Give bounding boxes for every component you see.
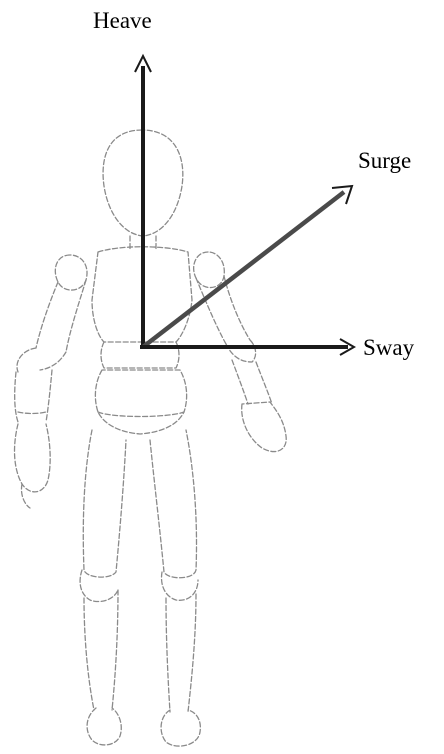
sway-label: Sway — [363, 336, 414, 359]
mannequin-left-thigh — [83, 430, 126, 577]
mannequin-pelvis — [95, 370, 186, 434]
mannequin-right-thigh — [150, 430, 197, 578]
mannequin-left-elbow — [17, 348, 66, 372]
mannequin-left-foot — [87, 708, 121, 745]
mannequin-left-forearm — [15, 370, 52, 422]
mannequin-right-hand — [242, 402, 287, 452]
mannequin-right-foot — [161, 710, 200, 746]
surge-label: Surge — [358, 149, 411, 172]
mannequin-right-forearm — [232, 360, 272, 404]
mannequin-figure — [15, 130, 287, 746]
mannequin-right-knee — [162, 572, 198, 600]
surge-axis-line — [143, 192, 344, 347]
mannequin-left-hand — [15, 424, 51, 492]
heave-label: Heave — [93, 9, 152, 32]
mannequin-right-elbow — [226, 340, 256, 362]
mannequin-left-shin — [84, 590, 118, 710]
mannequin-left-shoulder — [55, 255, 87, 290]
mannequin-left-upper-arm — [36, 280, 86, 352]
mannequin-right-shin — [166, 594, 196, 712]
mannequin-left-knee — [80, 570, 118, 602]
axes — [135, 56, 354, 355]
